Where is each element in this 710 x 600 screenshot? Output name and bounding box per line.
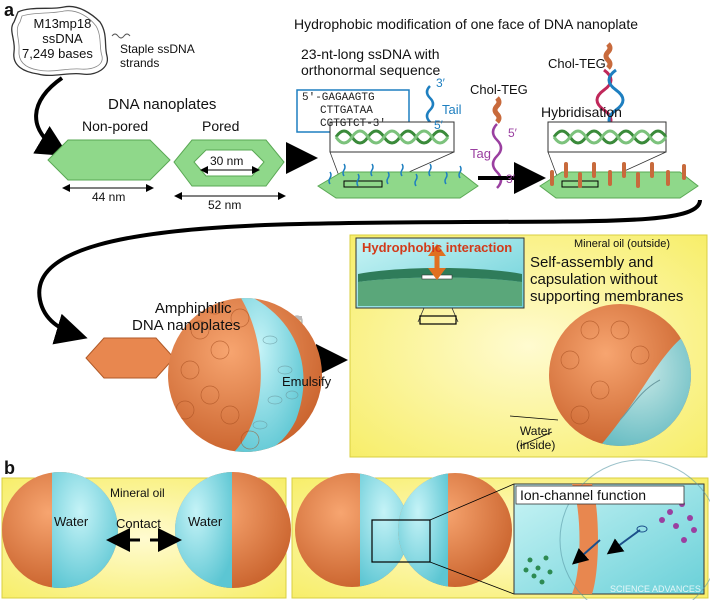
hybridisation-label: Hybridisation: [541, 104, 622, 120]
scaffold-label: M13mp18 ssDNA 7,249 bases: [22, 16, 93, 61]
ssdna-line-1: 23-nt-long ssDNA with: [301, 46, 440, 62]
scaffold-line-3: 7,249 bases: [22, 46, 93, 61]
capsule-sphere-right: [549, 304, 691, 446]
water-left-label: Water: [54, 514, 89, 529]
dim-30-label: 30 nm: [210, 154, 244, 168]
amphiphilic-label: Amphiphilic DNA nanoplates: [132, 300, 240, 334]
capsule-sphere-left: [168, 298, 322, 452]
self-assembly-line-2: capsulation without: [530, 271, 658, 288]
modification-to-amphiphilic-arrow: [37, 199, 702, 345]
watermark: SCIENCE ADVANCES: [610, 584, 701, 594]
contact-label: Contact: [116, 516, 161, 531]
modified-plate-2: [539, 171, 699, 199]
tail-3prime: 3′: [436, 76, 445, 90]
hybrid-chol-label: Chol-TEG: [548, 56, 606, 71]
emulsify-label: Emulsify: [282, 374, 332, 389]
ion-channel-label: Ion-channel function: [520, 487, 647, 503]
water-inside-label: Water (inside): [516, 424, 555, 452]
chol-teg-tag: [492, 96, 502, 124]
water-right-label: Water: [188, 514, 223, 529]
nanoplates-title: DNA nanoplates: [108, 96, 217, 113]
tag-5prime: 5′: [508, 126, 517, 140]
ssdna-label: 23-nt-long ssDNA with orthonormal sequen…: [301, 46, 440, 78]
zoom-box: [371, 519, 431, 563]
sequence-line-1: 5′-GAGAAGTG: [302, 92, 375, 104]
sequence-line-3: CGTGTCT-3′: [320, 118, 387, 130]
modified-plate-1: [317, 171, 479, 199]
modification-title: Hydrophobic modification of one face of …: [294, 16, 638, 32]
amphiphilic-nonpored-plate: [85, 337, 175, 379]
mineral-oil-label: Mineral oil: [110, 486, 165, 500]
pored-label: Pored: [202, 118, 240, 134]
sequence-line-2: CTTGATAA: [320, 105, 373, 117]
self-assembly-label: Self-assembly and capsulation without su…: [530, 254, 683, 305]
tag-label: Tag: [470, 146, 491, 161]
tag-chol-label: Chol-TEG: [470, 82, 528, 97]
self-assembly-line-1: Self-assembly and: [530, 254, 654, 271]
scaffold-line-2: ssDNA: [42, 31, 83, 46]
water-line-2: (inside): [516, 438, 556, 452]
dim-52-label: 52 nm: [208, 198, 242, 212]
nonpored-label: Non-pored: [82, 118, 149, 134]
amphiphilic-line-1: Amphiphilic: [154, 300, 232, 317]
staple-label: Staple ssDNA strands: [120, 42, 195, 70]
tail-label: Tail: [442, 102, 462, 117]
tail-5prime: 5′: [434, 118, 443, 132]
sequence-text: 5′-GAGAAGTG CTTGATAA CGTGTCT-3′: [302, 92, 386, 131]
self-assembly-line-3: supporting membranes: [530, 288, 684, 305]
scaffold-line-1: M13mp18: [33, 16, 92, 31]
tag-3prime: 3′: [506, 172, 515, 186]
staple-line-1: Staple ssDNA: [120, 42, 195, 56]
panel-a-label: a: [4, 0, 15, 20]
amphiphilic-line-2: DNA nanoplates: [132, 317, 241, 334]
panel-b-label: b: [4, 458, 15, 478]
staple-line-2: strands: [120, 56, 160, 70]
scaffold-to-plates-arrow: [33, 76, 69, 157]
ssdna-line-2: orthonormal sequence: [301, 62, 441, 78]
nonpored-nanoplate: [47, 139, 171, 181]
dim-44-label: 44 nm: [92, 190, 126, 204]
water-line-1: Water: [519, 424, 552, 438]
hydrophobic-interaction-label: Hydrophobic interaction: [362, 240, 513, 255]
mineral-oil-outside-label: Mineral oil (outside): [574, 238, 670, 250]
panel-b-sphere-2: [175, 472, 291, 588]
scaffold-ssdna-loop: [11, 5, 109, 77]
